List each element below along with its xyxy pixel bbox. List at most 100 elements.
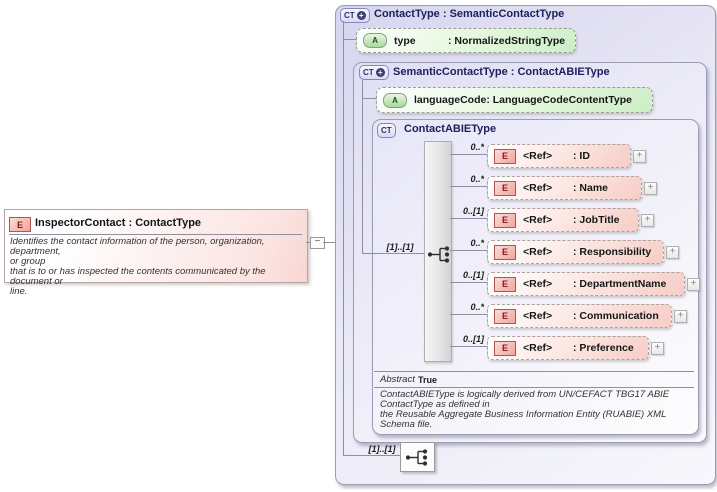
element-icon: E — [494, 212, 516, 228]
source-element-box[interactable]: E InspectorContact : ContactType Identif… — [4, 209, 308, 297]
abstract-value: True — [418, 375, 438, 385]
element-icon: E — [494, 308, 516, 324]
connector-line — [344, 39, 356, 40]
attribute-name: type — [394, 34, 416, 47]
sequence-icon — [427, 246, 450, 263]
extension-plus-icon: + — [356, 11, 366, 20]
expand-toggle[interactable]: + — [666, 246, 679, 259]
expand-toggle[interactable]: + — [651, 342, 664, 355]
abstract-label: Abstract — [380, 374, 415, 385]
cardinality-label: 0..* — [470, 142, 484, 152]
element-icon-label: E — [501, 343, 508, 353]
element-ref-name[interactable]: E <Ref> : Name — [487, 176, 642, 200]
connector-line — [362, 80, 363, 254]
element-icon: E — [494, 276, 516, 292]
sequence-cardinality: [1]..[1] — [386, 242, 414, 252]
element-ref-departmentname[interactable]: E <Ref> : DepartmentName — [487, 272, 685, 296]
complextype-icon: CT — [377, 123, 396, 138]
element-name: <Ref> — [523, 278, 553, 290]
element-name: <Ref> — [523, 342, 553, 354]
element-type: : Communication — [573, 310, 659, 322]
expand-toggle[interactable]: + — [644, 182, 657, 195]
element-icon: E — [9, 217, 31, 232]
complextype-icon: CT + — [340, 8, 370, 23]
element-icon-label: E — [501, 183, 508, 193]
attribute-type: : LanguageCodeContentType — [486, 94, 632, 106]
source-element-title: InspectorContact : ContactType — [35, 217, 202, 229]
element-icon-label: E — [501, 151, 508, 161]
connector-line — [450, 186, 487, 187]
cardinality-label: 0..* — [470, 238, 484, 248]
complextype-icon-label: CT — [344, 11, 355, 20]
element-name: <Ref> — [523, 214, 553, 226]
complextype-icon: CT + — [359, 65, 389, 80]
sequence-compositor-bar[interactable] — [424, 141, 452, 362]
complextype-icon-label: CT — [363, 68, 374, 77]
sequence-compositor-box[interactable] — [400, 442, 435, 472]
collapse-toggle[interactable]: − — [310, 237, 325, 249]
element-type: : Name — [573, 182, 609, 194]
connector-line — [306, 242, 310, 243]
connector-line — [450, 218, 487, 219]
element-ref-preference[interactable]: E <Ref> : Preference — [487, 336, 649, 360]
expand-toggle[interactable]: + — [674, 310, 687, 323]
connector-line — [362, 253, 429, 254]
divider — [9, 234, 302, 235]
element-icon-label: E — [501, 247, 508, 257]
element-name: <Ref> — [523, 182, 553, 194]
element-icon-label: E — [501, 311, 508, 321]
divider — [374, 371, 694, 372]
element-type: : ID — [573, 150, 590, 162]
attribute-type-box[interactable]: A type : NormalizedStringType — [356, 28, 576, 53]
contactabietype-title: ContactABIEType — [404, 123, 497, 135]
element-icon-label: E — [501, 215, 508, 225]
connector-line — [323, 242, 344, 243]
element-icon: E — [494, 244, 516, 260]
contacttype-title: ContactType : SemanticContactType — [374, 8, 565, 20]
attribute-icon-label: A — [372, 36, 378, 45]
connector-line — [450, 250, 487, 251]
cardinality-label: 0..* — [470, 174, 484, 184]
element-icon-label: E — [16, 219, 23, 230]
cardinality-label: 0..[1] — [462, 334, 484, 344]
element-type: : Preference — [573, 342, 634, 354]
annotation-text: ContactABIEType is logically derived fro… — [380, 389, 670, 430]
attribute-languagecode-box[interactable]: A languageCode : LanguageCodeContentType — [376, 87, 653, 113]
semanticcontacttype-title: SemanticContactType : ContactABIEType — [393, 66, 610, 78]
element-icon: E — [494, 180, 516, 196]
cardinality-label: 0..[1] — [462, 270, 484, 280]
connector-line — [344, 455, 400, 456]
element-name: <Ref> — [523, 246, 553, 258]
connector-line — [343, 21, 344, 456]
element-ref-communication[interactable]: E <Ref> : Communication — [487, 304, 672, 328]
attribute-icon: A — [363, 33, 387, 48]
attribute-icon-label: A — [392, 95, 398, 105]
attribute-name: languageCode — [414, 94, 487, 106]
element-icon-label: E — [501, 279, 508, 289]
element-ref-jobtitle[interactable]: E <Ref> : JobTitle — [487, 208, 639, 232]
element-ref-responsibility[interactable]: E <Ref> : Responsibility — [487, 240, 664, 264]
element-ref-id[interactable]: E <Ref> : ID — [487, 144, 631, 168]
complextype-icon-label: CT — [381, 126, 392, 135]
element-type: : Responsibility — [573, 246, 652, 258]
connector-line — [363, 98, 376, 99]
cardinality-label: 0..* — [470, 302, 484, 312]
attribute-icon: A — [383, 92, 407, 108]
element-name: <Ref> — [523, 310, 553, 322]
element-type: : DepartmentName — [573, 278, 667, 290]
element-icon: E — [494, 148, 516, 164]
divider — [374, 387, 694, 388]
expand-toggle[interactable]: + — [687, 278, 700, 291]
element-icon: E — [494, 340, 516, 356]
element-type: : JobTitle — [573, 214, 620, 226]
expand-toggle[interactable]: + — [633, 150, 646, 163]
cardinality-label: 0..[1] — [462, 206, 484, 216]
extension-plus-icon: + — [375, 68, 385, 77]
source-element-description: Identifies the contact information of th… — [10, 236, 266, 297]
content-cardinality: [1]..[1] — [368, 444, 396, 454]
expand-toggle[interactable]: + — [641, 214, 654, 227]
connector-line — [450, 346, 487, 347]
connector-line — [450, 154, 487, 155]
connector-line — [450, 282, 487, 283]
